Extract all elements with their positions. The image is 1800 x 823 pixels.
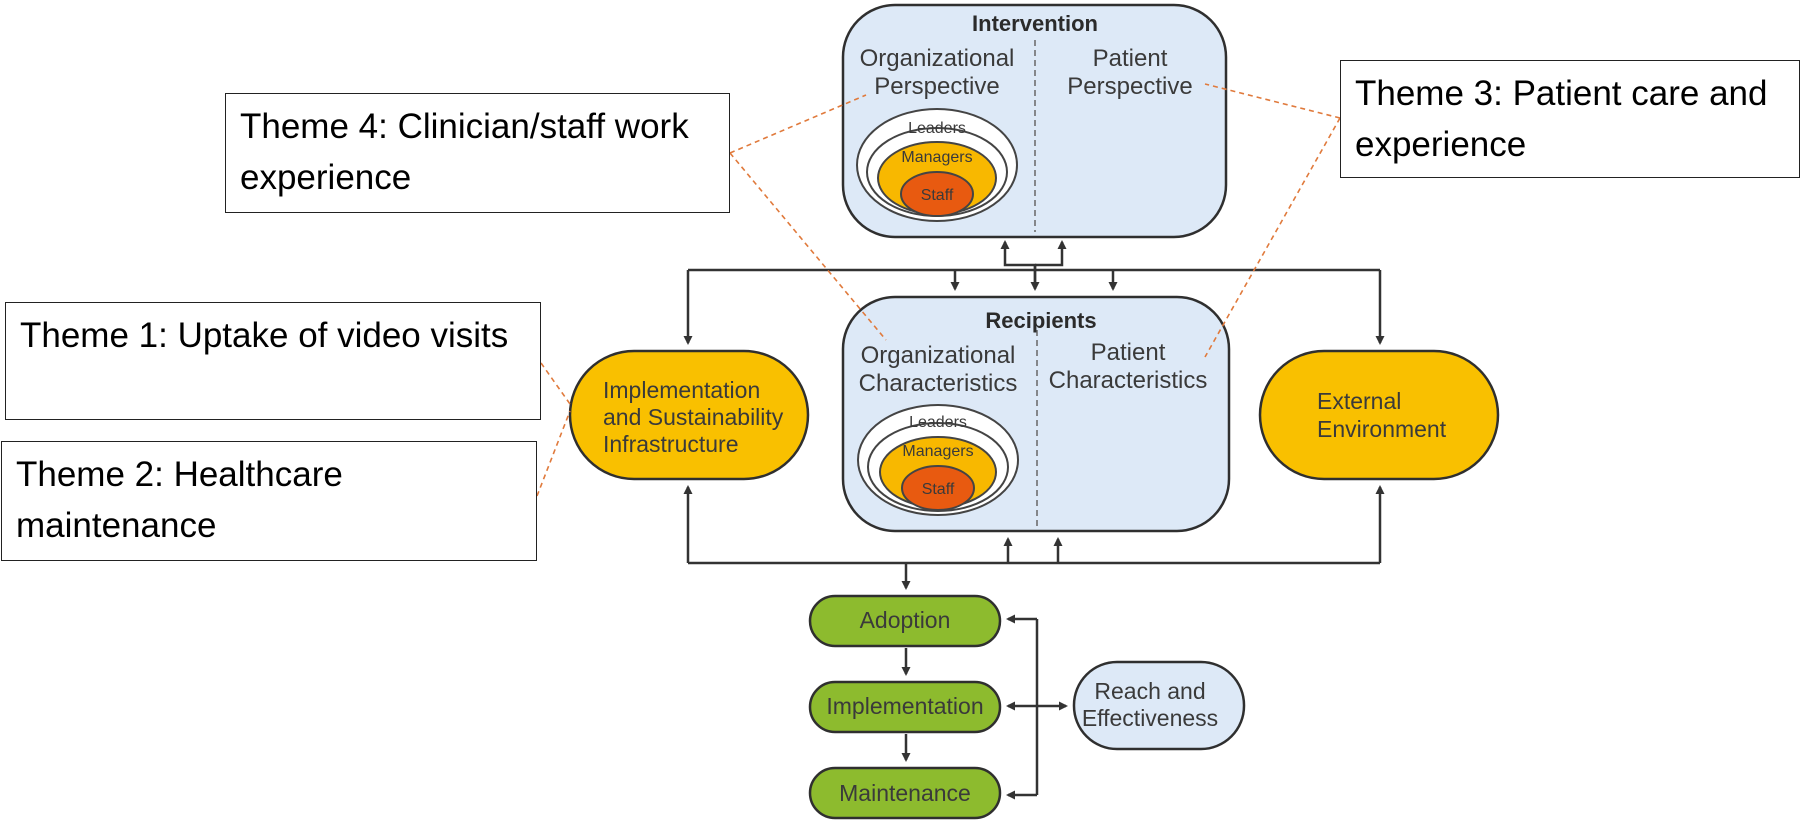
intervention-left-line1: Organizational — [860, 45, 1015, 72]
intervention-box: Intervention Organizational Perspective … — [841, 3, 1228, 239]
intervention-staff-label: Staff — [921, 187, 954, 204]
intervention-title: Intervention — [972, 11, 1098, 36]
infrastructure-line2: and Sustainability — [603, 404, 784, 430]
adoption-label: Adoption — [860, 607, 951, 633]
recipients-box: Recipients Organizational Characteristic… — [841, 295, 1231, 533]
infrastructure-pill: Implementation and Sustainability Infras… — [568, 349, 810, 481]
theme1-label: Theme 1: Uptake of video visits — [20, 316, 509, 355]
theme3-label: Theme 3: Patient care and experience — [1355, 74, 1768, 164]
arrow-to-intervention-right — [1035, 240, 1067, 267]
theme4-to-intervention-org — [729, 94, 867, 154]
recipients-left-line1: Organizational — [861, 342, 1016, 369]
intervention-managers-label: Managers — [901, 149, 972, 166]
theme2-box: Theme 2: Healthcare maintenance — [1, 441, 537, 561]
arrow-to-intervention-left — [1000, 240, 1037, 285]
theme3-to-recipients-patient — [1204, 117, 1341, 358]
recipients-right-line1: Patient — [1091, 339, 1166, 366]
external-line2: Environment — [1317, 416, 1447, 442]
implementation-label: Implementation — [826, 693, 983, 719]
theme1-to-infrastructure — [540, 362, 571, 405]
adoption-pill: Adoption — [808, 594, 1002, 648]
implementation-pill: Implementation — [808, 680, 1002, 734]
theme2-label: Theme 2: Healthcare maintenance — [16, 455, 343, 545]
recipients-leaders-label: Leaders — [909, 414, 967, 431]
external-environment-pill: External Environment — [1258, 349, 1500, 481]
intervention-left-line2: Perspective — [874, 73, 999, 100]
intervention-nested-circles: Leaders Managers Staff — [856, 108, 1018, 222]
theme4-label: Theme 4: Clinician/staff work experience — [240, 107, 689, 197]
intervention-leaders-label: Leaders — [908, 120, 966, 137]
infrastructure-line3: Infrastructure — [603, 431, 739, 457]
theme2-to-infrastructure — [536, 410, 571, 497]
infrastructure-line1: Implementation — [603, 377, 760, 403]
maintenance-label: Maintenance — [839, 780, 971, 806]
reach-line2: Effectiveness — [1082, 705, 1218, 731]
connector-arrows — [683, 240, 1385, 800]
recipients-title: Recipients — [985, 308, 1096, 333]
recipients-right-line2: Characteristics — [1049, 367, 1208, 394]
recipients-left-line2: Characteristics — [859, 370, 1018, 397]
theme1-box: Theme 1: Uptake of video visits — [5, 302, 541, 420]
external-line1: External — [1317, 388, 1401, 414]
maintenance-pill: Maintenance — [808, 766, 1002, 820]
theme3-box: Theme 3: Patient care and experience — [1340, 60, 1800, 178]
reach-line1: Reach and — [1094, 678, 1205, 704]
theme-connectors — [536, 83, 1341, 497]
intervention-right-line1: Patient — [1093, 45, 1168, 72]
recipients-nested-circles: Leaders Managers Staff — [857, 404, 1019, 516]
theme4-box: Theme 4: Clinician/staff work experience — [225, 93, 730, 213]
recipients-managers-label: Managers — [902, 443, 973, 460]
reach-effectiveness-pill: Reach and Effectiveness — [1072, 660, 1246, 751]
recipients-staff-label: Staff — [922, 481, 955, 498]
theme4-to-recipients-org — [729, 152, 887, 341]
intervention-right-line2: Perspective — [1067, 73, 1192, 100]
